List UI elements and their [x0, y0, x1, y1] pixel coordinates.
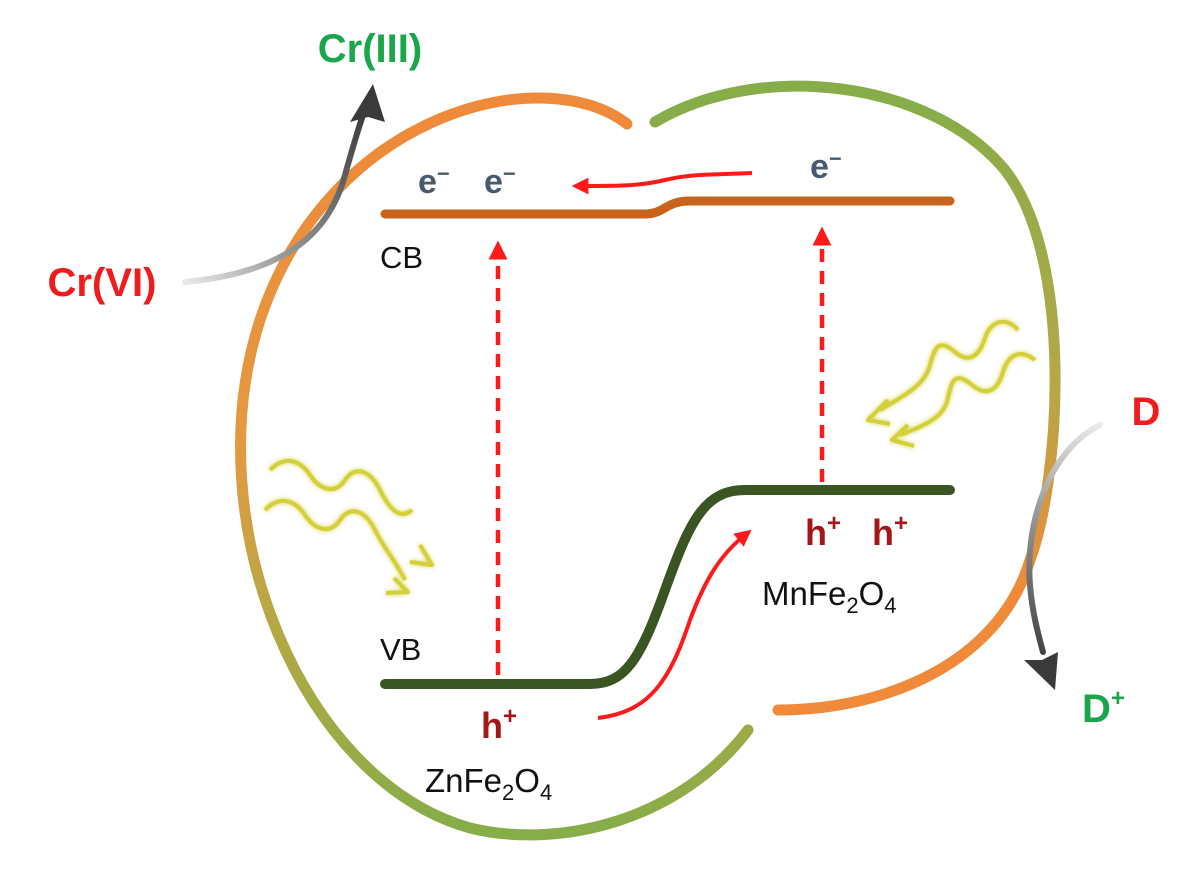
d-plus-label: D+ [1082, 685, 1125, 731]
cr-vi-label: Cr(VI) [48, 261, 157, 305]
vb-label: VB [380, 632, 421, 667]
electron-label: e− [418, 161, 450, 201]
hole-label: h+ [872, 510, 908, 553]
wavy-light-icon [263, 459, 434, 595]
cb-label: CB [380, 240, 423, 275]
hole-transfer-arrow [597, 529, 752, 720]
conduction-band [380, 196, 955, 219]
mnfe2o4-label: MnFe2O4 [762, 575, 897, 618]
hole-label: h+ [805, 510, 841, 553]
wavy-light-icon [866, 319, 1037, 448]
electron-label: e− [810, 146, 842, 186]
hole-label: h+ [481, 703, 517, 746]
cr-reduction-arrowhead [350, 84, 385, 122]
electron-transfer-arrow [571, 171, 753, 195]
cr-iii-label: Cr(III) [318, 27, 422, 71]
mnfe2o4-particle-outline [649, 80, 1061, 716]
d-label: D [1132, 390, 1161, 434]
valence-band [380, 485, 955, 689]
cr-reduction-arrow [182, 115, 365, 285]
d-oxidation-arrow [1026, 422, 1103, 655]
znfe2o4-label: ZnFe2O4 [425, 762, 552, 805]
electron-label: e− [484, 161, 516, 201]
d-oxidation-arrowhead [1024, 652, 1058, 690]
znfe2o4-particle-outline [235, 92, 754, 841]
